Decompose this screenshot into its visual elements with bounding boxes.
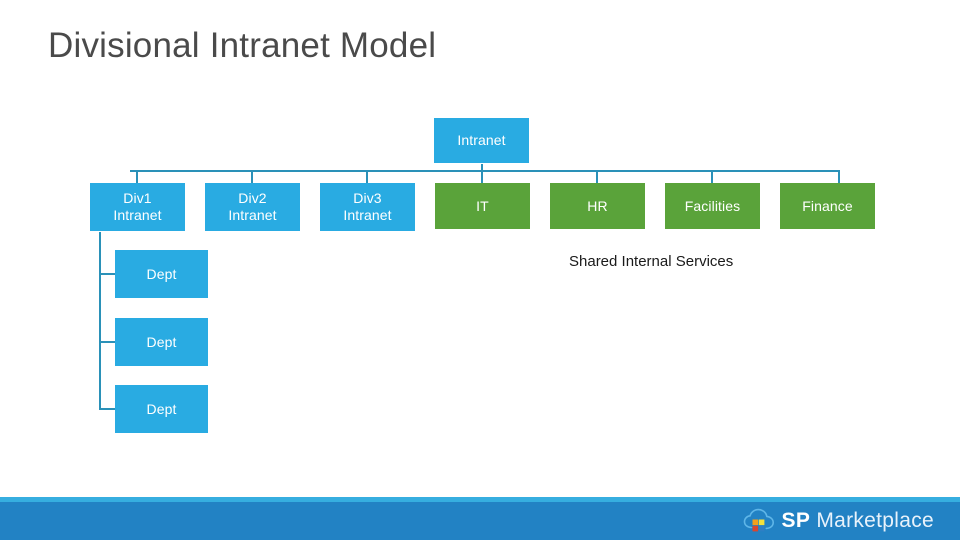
- node-label: HR: [587, 197, 608, 214]
- connector-drop-hr: [596, 170, 598, 183]
- node-service-finance[interactable]: Finance: [780, 183, 875, 229]
- node-intranet-root[interactable]: Intranet: [434, 118, 529, 163]
- brand-text-light: Marketplace: [816, 509, 934, 532]
- node-label: IT: [476, 197, 489, 214]
- annotation-shared-internal-services: Shared Internal Services: [569, 253, 734, 270]
- node-dept-2[interactable]: Dept: [115, 318, 208, 366]
- node-label-line2: Intranet: [228, 207, 277, 223]
- node-label: Dept: [146, 265, 177, 282]
- connector-drop-div3: [366, 170, 368, 183]
- connector-drop-div1: [136, 170, 138, 183]
- connector-drop-div2: [251, 170, 253, 183]
- node-div2-intranet[interactable]: Div2 Intranet: [205, 183, 300, 231]
- node-div3-intranet[interactable]: Div3 Intranet: [320, 183, 415, 231]
- node-service-it[interactable]: IT: [435, 183, 530, 229]
- page-title: Divisional Intranet Model: [48, 26, 437, 65]
- node-service-hr[interactable]: HR: [550, 183, 645, 229]
- node-label: Intranet: [457, 132, 506, 148]
- node-label-line1: Div3: [353, 190, 382, 206]
- connector-drop-it: [481, 170, 483, 183]
- node-label: Dept: [146, 333, 177, 350]
- connector-dept-stub-1: [99, 273, 116, 275]
- connector-dept-stub-2: [99, 341, 116, 343]
- connector-dept-spine: [99, 232, 101, 410]
- footer-band: [0, 502, 960, 540]
- connector-horizontal-bus: [130, 170, 839, 172]
- brand-text-strong: SP: [781, 509, 811, 532]
- footer-accent-strip: [0, 497, 960, 502]
- connector-dept-stub-3: [99, 408, 116, 410]
- node-dept-1[interactable]: Dept: [115, 250, 208, 298]
- connector-drop-facilities: [711, 170, 713, 183]
- node-div1-intranet[interactable]: Div1 Intranet: [90, 183, 185, 231]
- brand-logo: SP Marketplace: [743, 506, 934, 536]
- node-label: Finance: [802, 197, 853, 214]
- node-service-facilities[interactable]: Facilities: [665, 183, 760, 229]
- connector-drop-finance: [838, 170, 840, 183]
- node-label-line1: Div1: [123, 190, 152, 206]
- node-label-line2: Intranet: [113, 207, 162, 223]
- node-label: Dept: [146, 400, 177, 417]
- node-label: Facilities: [684, 197, 741, 214]
- node-dept-3[interactable]: Dept: [115, 385, 208, 433]
- brand-text: SP Marketplace: [782, 509, 934, 533]
- cloud-squares-icon: [743, 508, 777, 534]
- node-label-line1: Div2: [238, 190, 267, 206]
- node-label-line2: Intranet: [343, 207, 392, 223]
